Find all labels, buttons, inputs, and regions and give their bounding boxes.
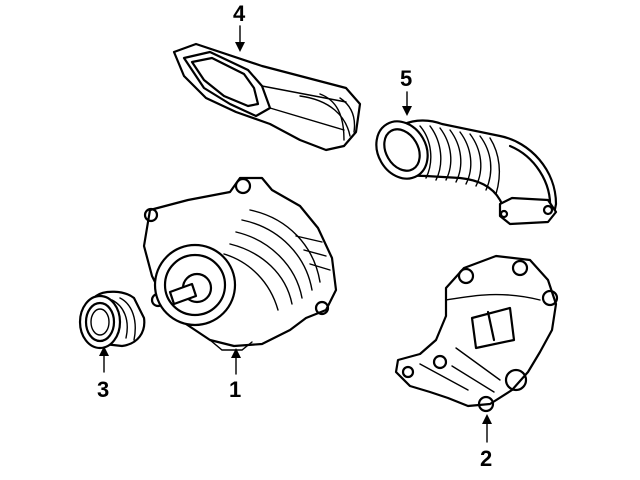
svg-text:5: 5 bbox=[400, 66, 412, 91]
alternator-part[interactable] bbox=[142, 176, 338, 351]
air-inlet-duct-part[interactable] bbox=[172, 42, 362, 152]
callout-4: 4 bbox=[233, 1, 246, 52]
callout-2: 2 bbox=[480, 414, 492, 471]
corrugated-hose-part[interactable] bbox=[366, 112, 558, 226]
callout-1: 1 bbox=[229, 348, 241, 402]
svg-text:2: 2 bbox=[480, 446, 492, 471]
callout-3: 3 bbox=[97, 346, 109, 402]
svg-text:4: 4 bbox=[233, 1, 246, 26]
mounting-bracket-part[interactable] bbox=[394, 254, 559, 413]
pulley-bushing-part[interactable] bbox=[78, 290, 146, 350]
svg-text:3: 3 bbox=[97, 377, 109, 402]
callout-5: 5 bbox=[400, 66, 412, 116]
svg-text:1: 1 bbox=[229, 377, 241, 402]
